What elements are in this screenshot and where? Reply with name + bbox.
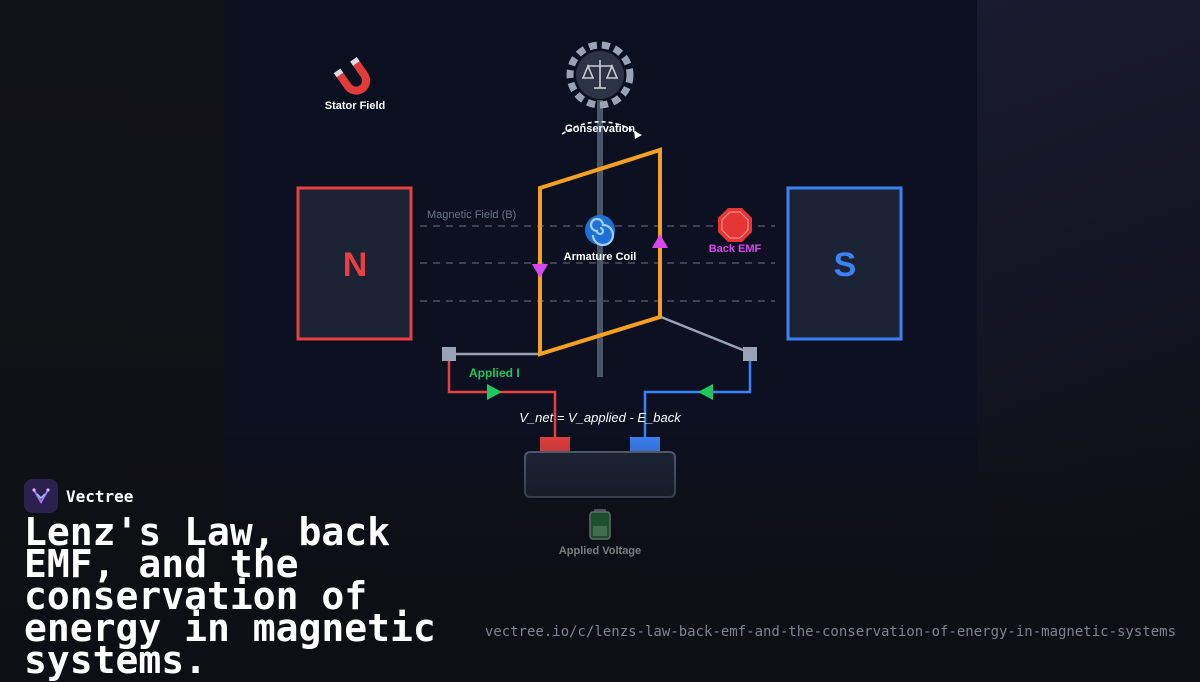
positive-terminal xyxy=(540,437,570,453)
back-emf-arrow-up xyxy=(652,234,668,248)
north-pole-magnet: N xyxy=(296,186,413,341)
balance-scale-icon xyxy=(581,60,619,89)
equation-label: V_net = V_applied - E_back xyxy=(519,410,682,425)
stop-sign-icon xyxy=(718,208,752,242)
armature-coil xyxy=(538,147,662,357)
page-url[interactable]: vectree.io/c/lenzs-law-back-emf-and-the-… xyxy=(484,624,1176,640)
magnetic-field-label: Magnetic Field (B) xyxy=(427,209,516,221)
spiral-icon xyxy=(585,215,615,247)
conservation-label: Conservation xyxy=(565,123,636,135)
back-emf-label: Back EMF xyxy=(709,243,762,255)
horseshoe-magnet-icon xyxy=(333,57,371,95)
negative-terminal xyxy=(630,437,660,453)
south-pole-label: S xyxy=(834,246,857,284)
stator-field-label: Stator Field xyxy=(325,100,386,112)
battery-body xyxy=(524,451,676,498)
vectree-logo-icon xyxy=(24,479,58,513)
brand: Vectree xyxy=(24,479,133,513)
page-title: Lenz's Law, back EMF, and the conservati… xyxy=(24,510,436,682)
applied-current-label: Applied I xyxy=(469,366,520,380)
right-brush xyxy=(743,347,757,361)
current-arrow-left xyxy=(698,384,713,400)
brand-name: Vectree xyxy=(66,486,134,506)
rotation-arrowhead xyxy=(634,131,642,139)
conservation-gear xyxy=(566,41,634,109)
negative-supply-wire xyxy=(643,361,752,438)
back-emf-arrow-down xyxy=(532,264,548,278)
south-pole-magnet: S xyxy=(786,186,903,341)
current-arrow-right xyxy=(487,384,502,400)
armature-coil-label: Armature Coil xyxy=(564,251,637,263)
north-pole-label: N xyxy=(343,246,368,284)
left-brush xyxy=(442,347,456,361)
conservation-rotation-arrow xyxy=(561,120,638,135)
right-brush-wire xyxy=(660,315,749,354)
